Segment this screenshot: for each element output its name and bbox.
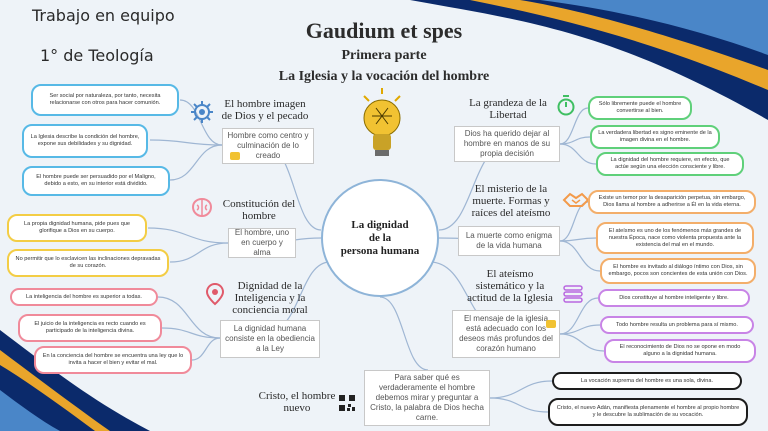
connector-line [489,380,553,399]
connector-line [559,240,601,272]
comment-icon[interactable] [230,152,240,160]
connector-line [559,333,605,352]
desc-ateismo-sistematico: El mensaje de la iglesia está adecuado c… [452,310,560,358]
heading-muerte-ateismo: El misterio de la muerte. Formas y raíce… [471,183,551,219]
connector-line [559,297,599,335]
central-node-line1: La dignidad [351,218,409,231]
desc-constitucion: El hombre, uno en cuerpo y alma [228,228,296,258]
central-node: La dignidad de la persona humana [321,179,439,297]
connector-line [489,397,549,413]
note-right1-c: La dignidad del hombre requiere, en efec… [596,152,744,176]
note-right3-c: El reconocimiento de Dios no se opone en… [604,339,756,363]
page-subtitle: Primera parte [341,48,427,63]
hands-icon [562,192,590,207]
page-title: Gaudium et spes [305,18,463,43]
note-right2-b: El ateísmo es uno de los fenómenos más g… [596,222,754,254]
heading-constitucion: Constitución del hombre [222,198,296,222]
qr-icon [339,395,355,411]
note-left3-a: La inteligencia del hombre es superior a… [10,288,158,306]
desc-libertad: Dios ha querido dejar al hombre en manos… [454,126,560,162]
desc-muerte-ateismo: La muerte como enigma de la vida humana [458,226,560,256]
connector-line [161,327,221,339]
comment-icon[interactable] [546,320,556,328]
note-left1-a: Ser social por naturaleza, por tanto, ne… [31,84,179,116]
connector-line [169,242,229,263]
stack-icon [563,285,583,303]
map-pin-icon [205,282,225,306]
desc-inteligencia: La dignidad humana consiste en la obedie… [220,320,320,358]
central-node-line3: persona humana [340,244,420,257]
desc-cristo: Para saber qué es verdaderamente el homb… [364,370,490,426]
heading-ateismo-sistematico: El ateísmo sistemático y la actitud de l… [467,268,553,304]
brain-icon [191,197,213,218]
note-left1-c: El hombre puede ser persuadido por el Ma… [22,166,170,196]
note-right3-b: Todo hombre resulta un problema para sí … [600,316,754,334]
connector-line [157,296,221,339]
note-right2-c: El hombre es invitado al diálogo íntimo … [600,258,756,284]
note-left2-a: La propia dignidad humana, pide pues que… [7,214,147,242]
stopwatch-icon [557,95,575,116]
note-bottom-b: Cristo, el nuevo Adán, manifiesta plenam… [548,398,748,426]
heading-imagen-de-dios: El hombre imagen de Dios y el pecado [221,98,309,122]
handwritten-course-label: 1° de Teología [40,46,154,65]
lightbulb-icon [363,88,401,156]
note-right3-a: Dios constituye al hombre inteligente y … [598,289,750,307]
note-right1-a: Sólo libremente puede el hombre converti… [588,96,692,120]
note-right2-a: Existe un temor por la desaparición perp… [588,190,756,214]
note-left1-b: La Iglesia describe la condición del hom… [22,124,148,158]
connector-line [169,144,223,181]
note-bottom-a: La vocación suprema del hombre es una so… [552,372,742,390]
heading-libertad: La grandeza de la Libertad [469,97,547,121]
page-subtitle-2: La Iglesia y la vocación del hombre [278,69,490,84]
heading-cristo: Cristo, el hombre nuevo [258,390,336,414]
note-right1-b: La verdadera libertad es signo eminente … [590,125,720,149]
note-left2-b: No permitir que lo esclavicen las inclin… [7,249,169,277]
connector-line [191,337,221,361]
handwritten-team-label: Trabajo en equipo [32,6,175,25]
note-left3-b: El juicio de la inteligencia es recto cu… [18,314,162,342]
connector-line [147,227,229,244]
connector-line [559,143,597,165]
connector-line [379,296,429,371]
connector-line [559,107,589,145]
central-node-line2: de la [368,231,392,244]
heading-inteligencia: Dignidad de la Inteligencia y la concien… [232,280,308,316]
note-left3-c: En la conciencia del hombre se encuentra… [34,346,192,374]
gear-icon [191,101,213,123]
connector-line [149,139,223,146]
